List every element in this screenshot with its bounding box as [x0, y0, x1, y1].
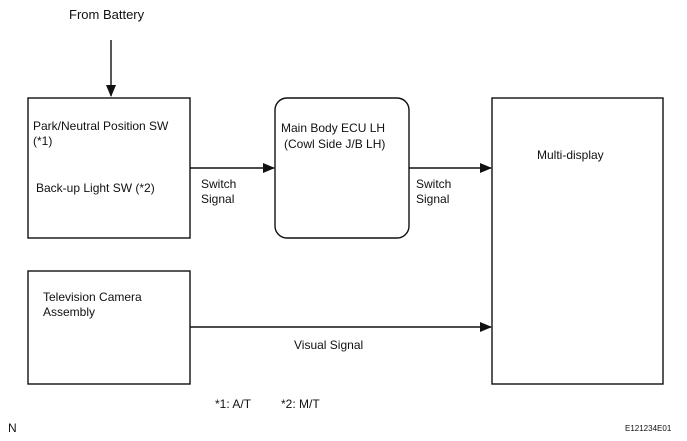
switch-signal-label-2-line1: Switch — [416, 177, 452, 191]
corner-label: N — [8, 421, 17, 435]
footnote-mt: *2: M/T — [281, 397, 320, 411]
switch-signal-label-1-line2: Signal — [201, 192, 235, 206]
switch-signal-label-1-line1: Switch — [201, 177, 237, 191]
ecu-subtitle: (Cowl Side J/B LH) — [284, 137, 386, 151]
figure-code: E121234E01 — [625, 424, 672, 433]
camera-label-line2: Assembly — [43, 305, 96, 319]
visual-signal-label: Visual Signal — [294, 338, 364, 352]
camera-block — [27, 270, 191, 385]
footnote-at: *1: A/T — [215, 397, 252, 411]
multi-display-label: Multi-display — [537, 148, 604, 162]
park-neutral-switch-label: Park/Neutral Position SW — [33, 119, 169, 133]
ecu-title: Main Body ECU LH — [281, 121, 386, 135]
switch-signal-label-2-line2: Signal — [416, 192, 450, 206]
backup-light-switch-label: Back-up Light SW (*2) — [36, 181, 155, 195]
from-battery-label: From Battery — [69, 7, 145, 22]
park-neutral-switch-note: (*1) — [33, 134, 53, 148]
camera-label-line1: Television Camera — [43, 290, 142, 304]
multi-display-block — [491, 97, 664, 385]
ecu-block — [274, 97, 410, 239]
